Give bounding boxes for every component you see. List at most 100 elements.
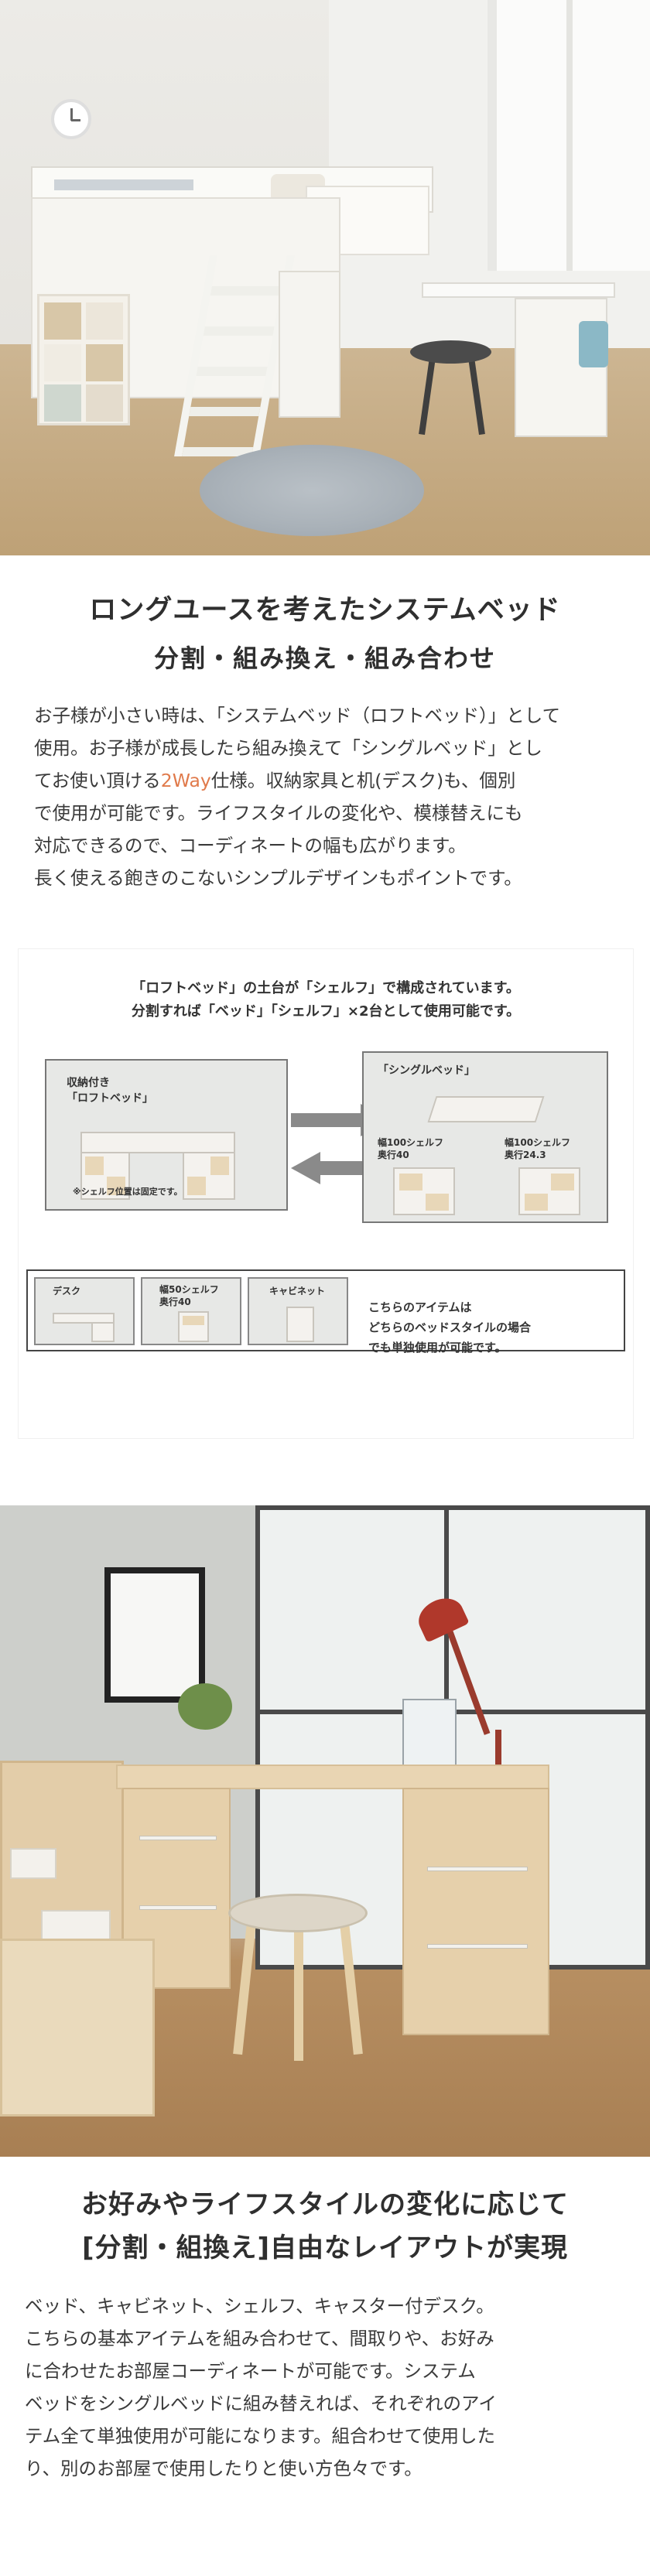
paragraph-line: 使用。お子様が成長したら組み換えて「シングルベッド」とし bbox=[34, 737, 542, 759]
loft-bed-label: 収納付き bbox=[67, 1077, 110, 1089]
shelf-cell bbox=[107, 1177, 125, 1195]
paragraph-line: テム全て単独使用が可能になります。組合わせて使用した bbox=[25, 2425, 495, 2447]
desk-drawer-illustration bbox=[91, 1322, 115, 1342]
window-pane bbox=[444, 1505, 650, 1714]
individual-items-row: デスク 幅50シェルフ 奥行40 キャビネット こちらのアイテムは どちらのベッ… bbox=[26, 1269, 625, 1355]
paragraph-line: 対応できるので、コーディネートの幅も広がります。 bbox=[34, 835, 467, 856]
bed-mattress-stripe bbox=[54, 179, 193, 190]
paragraph-text: てお使い頂ける bbox=[34, 770, 161, 791]
cabinet-card: キャビネット bbox=[248, 1277, 348, 1345]
storage-box bbox=[10, 1848, 56, 1879]
shelf-cell bbox=[551, 1174, 574, 1191]
items-note-line: どちらのベッドスタイルの場合 bbox=[368, 1320, 532, 1334]
loft-bed-label: 「ロフトベッド」 bbox=[67, 1092, 153, 1105]
shelf-illustration bbox=[178, 1311, 209, 1342]
desk-cabinet bbox=[515, 298, 607, 437]
shelf-illustration bbox=[393, 1167, 455, 1215]
stool bbox=[228, 1894, 368, 1932]
drawer-handle bbox=[427, 1867, 528, 1871]
section1-heading: ロングユースを考えたシステムベッド bbox=[89, 595, 561, 626]
framed-poster bbox=[104, 1567, 205, 1703]
paragraph-text: 仕様。収納家具と机(デスク)も、個別 bbox=[210, 770, 516, 791]
shelf-cell bbox=[183, 1316, 204, 1325]
shelf-card-label: 奥行40 bbox=[159, 1297, 191, 1307]
paragraph-line: お子様が小さい時は、「システムベッド（ロフトベッド）」として bbox=[34, 705, 561, 726]
shelf-cell bbox=[86, 384, 123, 422]
section2-heading-line1: お好みやライフスタイルの変化に応じて bbox=[81, 2189, 569, 2220]
drawer-handle bbox=[139, 1905, 217, 1910]
wall-clock bbox=[51, 99, 91, 139]
shelf-cell bbox=[525, 1194, 548, 1211]
shelf-illustration bbox=[518, 1167, 580, 1215]
paragraph-line: に合わせたお部屋コーディネートが可能です。システム bbox=[25, 2360, 476, 2382]
shelf-cell bbox=[86, 344, 123, 381]
drawer-handle bbox=[139, 1836, 217, 1840]
items-note: こちらのアイテムは どちらのベッドスタイルの場合 でも単独使用が可能です。 bbox=[368, 1297, 531, 1358]
accent-2way: 2Way bbox=[160, 770, 211, 791]
shelf-b-label: 幅100シェルフ bbox=[505, 1137, 571, 1148]
shelf-cell bbox=[44, 302, 81, 340]
diagram-caption: 分割すれば「ベッド」「シェルフ」×2台として使用可能です。 bbox=[131, 1003, 521, 1020]
wooden-shelf bbox=[0, 1761, 124, 1954]
configuration-diagram: 「ロフトベッド」の土台が「シェルフ」で構成されています。 分割すれば「ベッド」「… bbox=[19, 949, 633, 1438]
items-note-line: こちらのアイテムは bbox=[368, 1300, 472, 1314]
stool-leg bbox=[233, 1922, 256, 2055]
shelf-card: 幅50シェルフ 奥行40 bbox=[141, 1277, 241, 1345]
single-bed-box: 「シングルベッド」 幅100シェルフ 奥行40 幅100シェルフ 奥行24.3 bbox=[362, 1051, 608, 1223]
section1-paragraph: お子様が小さい時は、「システムベッド（ロフトベッド）」として 使用。お子様が成長… bbox=[34, 699, 627, 894]
desk-card: デスク bbox=[34, 1277, 135, 1345]
arrow-left-icon bbox=[291, 1152, 390, 1184]
paragraph-line: ベッドをシングルベッドに組み替えれば、それぞれのアイ bbox=[25, 2393, 497, 2414]
shelf-cell bbox=[210, 1156, 229, 1175]
drawer-chest bbox=[279, 271, 340, 418]
shelf-cell bbox=[86, 302, 123, 340]
diagram-caption: 「ロフトベッド」の土台が「シェルフ」で構成されています。 bbox=[132, 980, 520, 996]
round-rug bbox=[200, 445, 424, 536]
shelf-illustration bbox=[80, 1152, 130, 1200]
single-bed-label: 「シングルベッド」 bbox=[378, 1064, 475, 1077]
items-note-line: でも単独使用が可能です。 bbox=[368, 1341, 507, 1355]
shelf-a-label: 奥行40 bbox=[378, 1150, 409, 1160]
section2-paragraph: ベッド、キャビネット、シェルフ、キャスター付デスク。 こちらの基本アイテムを組み… bbox=[25, 2290, 628, 2485]
section2-heading-line2: [分割・組換え]自由なレイアウトが実現 bbox=[81, 2233, 569, 2263]
shelf-card-label: 幅50シェルフ bbox=[159, 1284, 219, 1295]
shelf-illustration bbox=[183, 1152, 235, 1200]
shelf-cell bbox=[44, 384, 81, 422]
desk-label: デスク bbox=[53, 1286, 81, 1297]
storage-box bbox=[41, 1910, 111, 1941]
paragraph-line: こちらの基本アイテムを組み合わせて、間取りや、お好み bbox=[25, 2328, 494, 2349]
paragraph-line: り、別のお部屋で使用したりと使い方色々です。 bbox=[25, 2458, 422, 2479]
single-bed-illustration bbox=[427, 1096, 545, 1122]
shelf-note: ※シェルフ位置は固定です。 bbox=[73, 1187, 183, 1197]
shelf-cell bbox=[44, 344, 81, 381]
house-ornament bbox=[402, 1699, 457, 1768]
shelf-cell bbox=[85, 1156, 104, 1175]
drawer-handle bbox=[427, 1944, 528, 1949]
desk-illustration bbox=[53, 1313, 115, 1324]
storage-shelf bbox=[37, 294, 130, 425]
window bbox=[488, 0, 650, 271]
cabinet-illustration bbox=[286, 1307, 314, 1342]
stool-leg bbox=[468, 357, 485, 436]
potted-plant bbox=[178, 1683, 232, 1730]
desk-cabinet-right bbox=[402, 1788, 549, 2035]
stool-leg bbox=[419, 357, 436, 436]
window-pane bbox=[255, 1505, 449, 1714]
desk-top bbox=[116, 1765, 549, 1789]
loft-bed-box: 収納付き 「ロフトベッド」 ※シェルフ位置は固定です。 bbox=[45, 1059, 288, 1211]
desk-top bbox=[422, 282, 615, 298]
shelf-a-label: 幅100シェルフ bbox=[378, 1137, 444, 1148]
stool-leg bbox=[294, 1929, 303, 2061]
section1-subheading: 分割・組み換え・組み合わせ bbox=[153, 644, 496, 673]
shelf-cell bbox=[399, 1174, 422, 1191]
shelf-b-label: 奥行24.3 bbox=[505, 1150, 546, 1160]
paragraph-line: で使用が可能です。ライフスタイルの変化や、模様替えにも bbox=[34, 802, 523, 824]
paragraph-line: ベッド、キャビネット、シェルフ、キャスター付デスク。 bbox=[25, 2295, 494, 2317]
paragraph-line: てお使い頂ける2Way仕様。収納家具と机(デスク)も、個別 bbox=[34, 764, 627, 797]
hero-photo-loft-bed bbox=[0, 0, 650, 555]
stool bbox=[410, 340, 491, 364]
shelf-cell bbox=[426, 1194, 449, 1211]
paragraph-line: 長く使える飽きのこないシンプルデザインもポイントです。 bbox=[34, 867, 522, 889]
backpack bbox=[579, 321, 608, 367]
loft-bed-illustration bbox=[80, 1132, 235, 1153]
